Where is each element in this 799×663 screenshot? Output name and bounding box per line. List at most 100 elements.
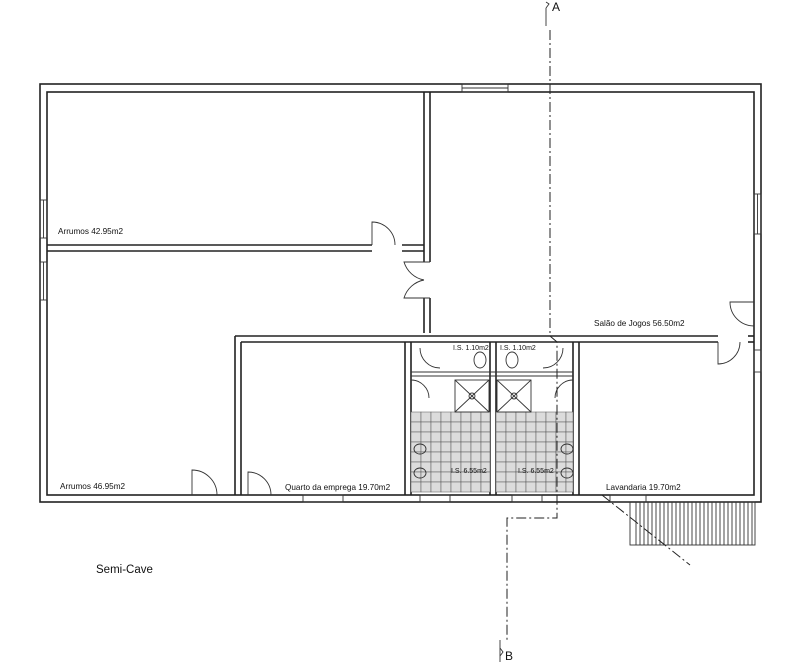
- floor-tile: [565, 431, 574, 443]
- floor-tile: [495, 431, 507, 443]
- floor-tile: [525, 441, 537, 453]
- floor-tile: [430, 461, 442, 473]
- floor-tile: [525, 481, 537, 493]
- floor-tile: [505, 481, 517, 493]
- floor-tile: [430, 451, 442, 463]
- floor-tile: [545, 411, 557, 423]
- floor-tile: [430, 471, 442, 483]
- room-label-arrumos-2: Arrumos 46.95m2: [60, 482, 126, 491]
- floor-tile: [480, 441, 491, 453]
- floor-tile: [535, 411, 547, 423]
- floor-tile: [525, 421, 537, 433]
- floor-tile: [495, 471, 507, 483]
- floor-tile: [535, 441, 547, 453]
- floor-tile: [470, 441, 482, 453]
- floor-tile: [505, 471, 517, 483]
- floor-tile: [420, 481, 432, 493]
- floor-tile: [495, 411, 507, 423]
- floor-tile: [440, 481, 452, 493]
- tiles-left: [410, 411, 491, 493]
- floor-tile: [480, 411, 491, 423]
- floor-tile: [440, 421, 452, 433]
- floor-tile: [430, 441, 442, 453]
- floor-tile: [410, 481, 422, 493]
- floor-tile: [545, 451, 557, 463]
- floor-tile: [440, 461, 452, 473]
- floor-tile: [460, 481, 472, 493]
- room-label-lavandaria: Lavandaria 19.70m2: [606, 483, 681, 492]
- floor-title: Semi-Cave: [96, 564, 153, 576]
- floor-tile: [525, 451, 537, 463]
- floor-tile: [410, 451, 422, 463]
- floor-tile: [505, 451, 517, 463]
- floor-tile: [430, 421, 442, 433]
- floor-tile: [450, 411, 462, 423]
- floor-tile: [565, 481, 574, 493]
- floor-tile: [515, 421, 527, 433]
- floor-tile: [545, 481, 557, 493]
- floor-tile: [505, 431, 517, 443]
- floor-tile: [450, 441, 462, 453]
- floor-tile: [460, 411, 472, 423]
- floor-tile: [565, 471, 574, 483]
- floor-tile: [515, 431, 527, 443]
- section-mark-b: B: [505, 649, 513, 663]
- floor-tile: [515, 411, 527, 423]
- floor-tile: [515, 441, 527, 453]
- room-label-is-small-2: I.S. 1.10m2: [500, 345, 536, 352]
- floor-tile: [410, 411, 422, 423]
- floor-tile: [470, 451, 482, 463]
- room-label-salao: Salão de Jogos 56.50m2: [594, 319, 685, 328]
- floor-tile: [460, 431, 472, 443]
- floor-tile: [505, 421, 517, 433]
- floor-tile: [470, 431, 482, 443]
- sanitary-fixtures: [413, 351, 574, 479]
- floor-tile: [420, 461, 432, 473]
- floor-tile: [450, 431, 462, 443]
- interior-walls: [47, 92, 754, 495]
- floor-tile: [440, 411, 452, 423]
- floor-tile: [535, 421, 547, 433]
- floor-tile: [545, 441, 557, 453]
- floor-tile: [495, 461, 507, 473]
- section-mark-a: A: [552, 0, 560, 14]
- floor-tile: [440, 471, 452, 483]
- outer-walls: [39, 83, 762, 503]
- floor-tile: [480, 451, 491, 463]
- floor-tile: [430, 411, 442, 423]
- floor-tile: [505, 461, 517, 473]
- floor-tile: [410, 441, 422, 453]
- floor-tile: [430, 481, 442, 493]
- floor-tile: [440, 451, 452, 463]
- doors: [191, 221, 755, 496]
- room-label-is-1: I.S. 6.55m2: [451, 468, 487, 475]
- floor-tile: [525, 411, 537, 423]
- floor-tile: [495, 441, 507, 453]
- floor-tile: [440, 431, 452, 443]
- floor-tile: [515, 451, 527, 463]
- floor-tile: [450, 481, 462, 493]
- floor-tile: [470, 481, 482, 493]
- floor-tile: [460, 441, 472, 453]
- floor-tile: [545, 431, 557, 443]
- floor-tile: [420, 411, 432, 423]
- section-cut-line: [499, 1, 691, 662]
- floor-tile: [410, 461, 422, 473]
- windows: [39, 83, 762, 503]
- floor-tile: [430, 431, 442, 443]
- room-label-arrumos-1: Arrumos 42.95m2: [58, 227, 124, 236]
- floor-tile: [505, 441, 517, 453]
- floor-tile: [440, 441, 452, 453]
- floor-tile: [410, 421, 422, 433]
- floor-tile: [565, 421, 574, 433]
- floor-tile: [470, 421, 482, 433]
- floor-tile: [410, 431, 422, 443]
- room-label-is-small-1: I.S. 1.10m2: [453, 345, 489, 352]
- floor-tile: [460, 451, 472, 463]
- floor-tile: [535, 431, 547, 443]
- floor-tile: [565, 411, 574, 423]
- room-label-quarto: Quarto da emprega 19.70m2: [285, 483, 391, 492]
- floor-tile: [495, 481, 507, 493]
- exterior-steps: [629, 501, 756, 546]
- floor-tile: [480, 481, 491, 493]
